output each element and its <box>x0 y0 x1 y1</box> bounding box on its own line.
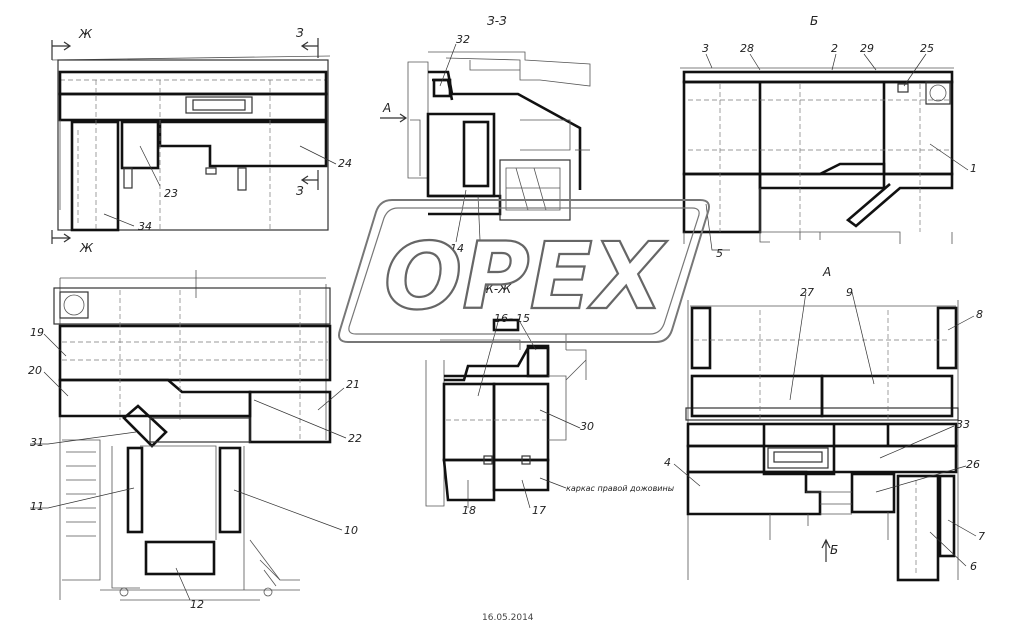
view-bottom-left: 19 20 21 22 31 11 10 12 <box>28 270 362 611</box>
callout-9: 9 <box>846 286 853 299</box>
callout-22: 22 <box>348 432 362 445</box>
callout-21: 21 <box>346 378 360 391</box>
callout-16: 16 <box>494 312 508 325</box>
view-a-title: А <box>822 265 831 279</box>
callout-20: 20 <box>28 364 42 377</box>
callout-23: 23 <box>164 187 178 200</box>
callout-24: 24 <box>338 157 352 170</box>
section-mark-z-bottom: З <box>296 184 304 198</box>
view-b-title: Б <box>810 14 818 28</box>
callout-30: 30 <box>580 420 594 433</box>
callout-29: 29 <box>860 42 874 55</box>
section-mark-zh-top: Ж <box>78 27 93 41</box>
callout-18: 18 <box>462 504 476 517</box>
view-a-mark-b: Б <box>830 543 838 557</box>
callout-25: 25 <box>920 42 934 55</box>
view-top-left: Ж З З Ж 24 23 34 <box>51 26 352 255</box>
callout-8: 8 <box>976 308 983 321</box>
callout-7: 7 <box>978 530 985 543</box>
callout-3: 3 <box>702 42 709 55</box>
callout-14: 14 <box>450 242 464 255</box>
watermark-text: OPEX <box>384 223 667 330</box>
frame-note: каркас правой дожовины <box>566 484 674 493</box>
callout-27: 27 <box>800 286 814 299</box>
callout-4: 4 <box>664 456 671 469</box>
callout-2: 2 <box>831 42 838 55</box>
callout-28: 28 <box>740 42 754 55</box>
callout-12: 12 <box>190 598 204 611</box>
callout-10: 10 <box>344 524 358 537</box>
callout-17: 17 <box>532 504 546 517</box>
callout-33: 33 <box>956 418 970 431</box>
callout-19: 19 <box>30 326 44 339</box>
drawing-date: 16.05.2014 <box>482 613 534 623</box>
section-mark-zh-bottom: Ж <box>79 241 94 255</box>
view-section-z-z: З-З А 32 14 13 <box>380 14 591 255</box>
callout-32: 32 <box>456 33 470 46</box>
callout-15: 15 <box>516 312 530 325</box>
callout-dash: – <box>509 314 513 323</box>
watermark: OPEX <box>338 199 710 343</box>
callout-1: 1 <box>970 162 977 175</box>
callout-31: 31 <box>30 436 44 449</box>
section-zhzh-title: Ж-Ж <box>480 282 512 296</box>
callout-6: 6 <box>970 560 977 573</box>
callout-11: 11 <box>30 500 44 513</box>
view-a: А Б 27 9 8 33 4 <box>664 265 985 582</box>
view-b: Б 3 28 2 29 25 1 5 <box>680 14 977 260</box>
section-zz-arrow-a: А <box>382 101 391 115</box>
callout-13: 13 <box>480 242 494 255</box>
callout-26: 26 <box>966 458 980 471</box>
section-mark-z-top: З <box>296 26 304 40</box>
callout-34: 34 <box>138 220 152 233</box>
callout-5: 5 <box>716 247 723 260</box>
view-section-zh-zh: Ж-Ж 16 – 15 30 18 17 каркас правой дожов… <box>425 282 674 517</box>
section-zz-title: З-З <box>487 14 507 28</box>
